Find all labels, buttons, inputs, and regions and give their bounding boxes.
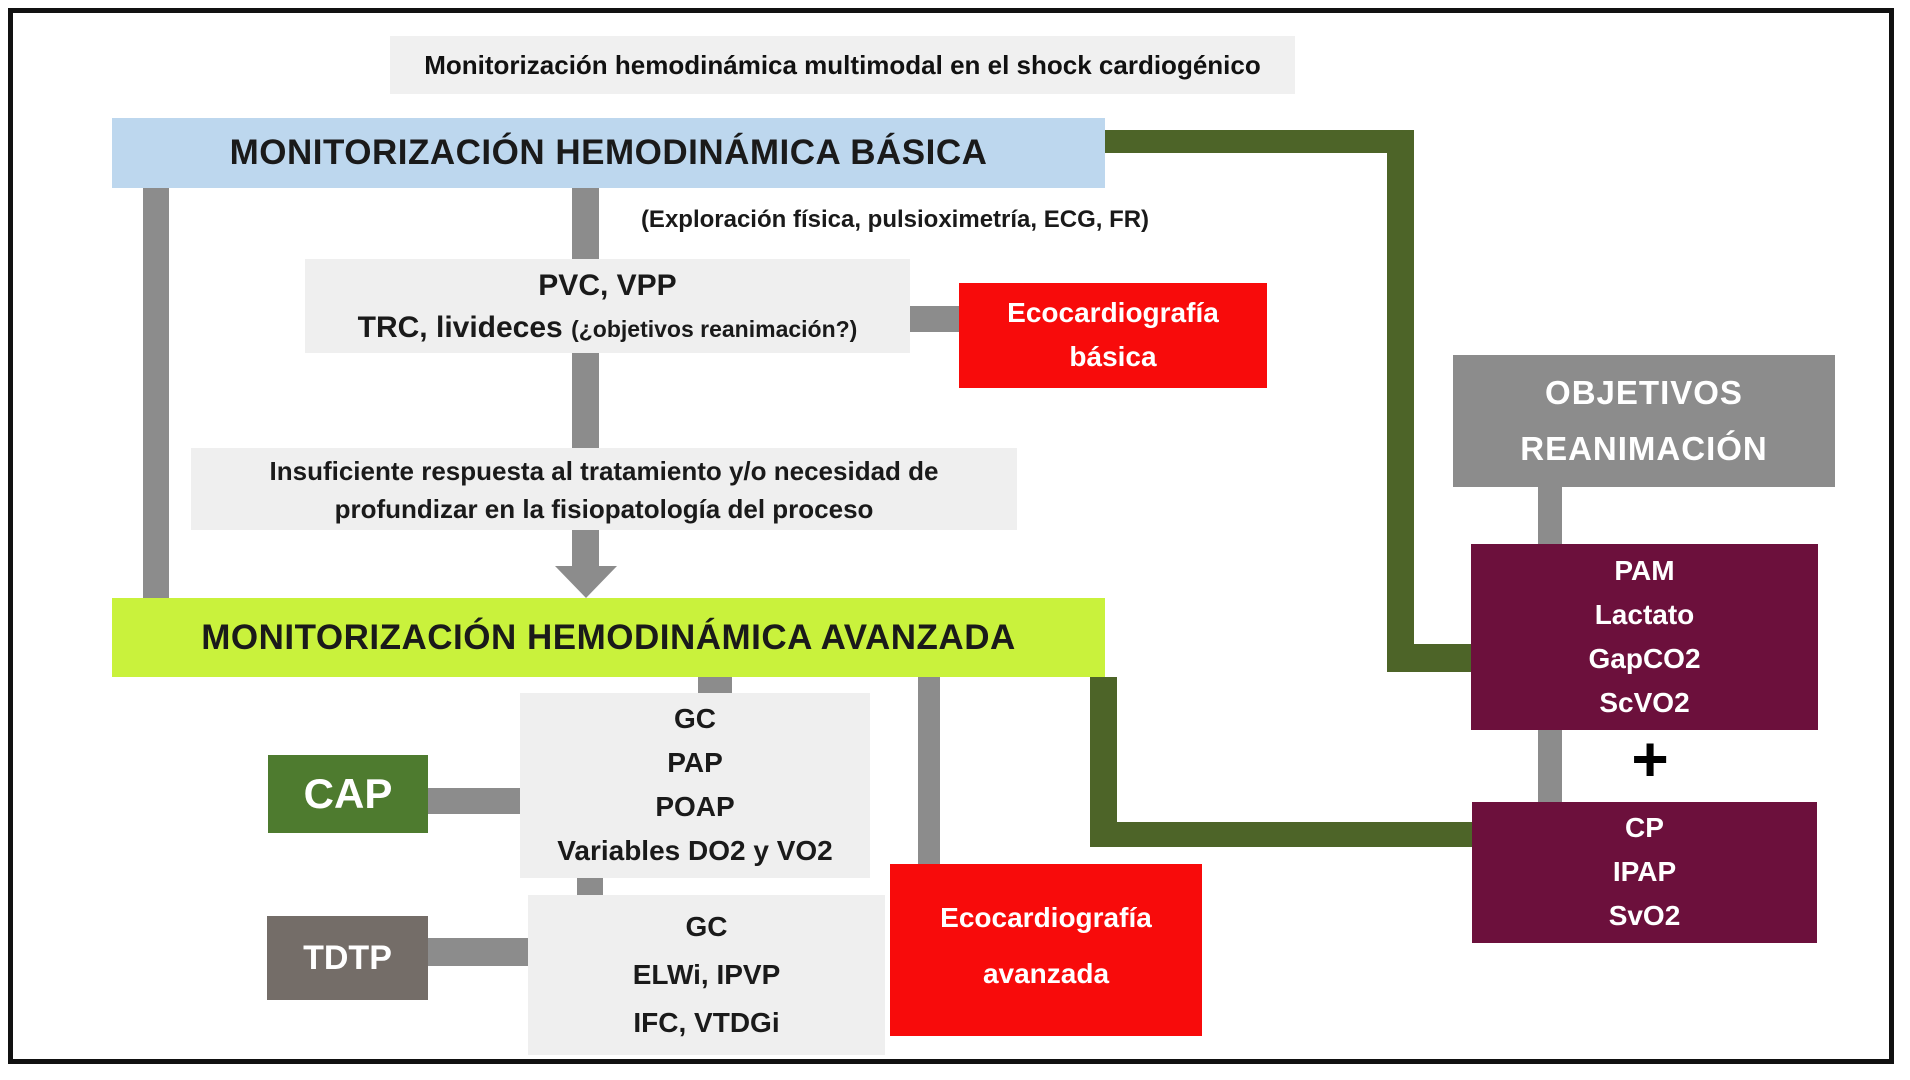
pac-line-gc: GC [674,703,716,734]
connector-pam-to-cp [1538,729,1562,803]
tptd-line-elwi: ELWi, IPVP [632,959,781,990]
echo-advanced-box: Ecocardiografía avanzada [890,864,1202,1036]
plus-sign: + [1631,723,1669,795]
green-connector-advanced-vertical [1090,677,1117,847]
pac-line-pap: PAP [667,747,723,778]
cap-box: CAP [268,755,428,833]
pam-line-lactato: Lactato [1594,599,1695,630]
insufficient-line1: Insuficiente respuesta al tratamiento y/… [269,456,939,486]
connector-cap-to-pac-box [428,788,521,814]
advanced-monitoring-header: MONITORIZACIÓN HEMODINÁMICA AVANZADA [112,598,1105,677]
pvc-line2-main: TRC, livideces [357,311,572,344]
pvc-line2-paren: (¿objetivos reanimación?) [571,316,858,342]
pam-targets-box: PAM Lactato GapCO2 ScVO2 [1471,544,1818,730]
goals-line2: REANIMACIÓN [1520,430,1768,467]
green-connector-right-vertical [1387,130,1414,672]
pac-variables-box: GC PAP POAP Variables DO2 y VO2 [520,693,870,878]
cp-line-svo2: SvO2 [1608,900,1681,931]
tptd-line-gc: GC [685,911,728,942]
connector-pvc-to-insufficient [572,353,599,448]
pam-line-gapco2: GapCO2 [1588,643,1701,674]
tptd-line-ifc: IFC, VTDGi [633,1007,780,1038]
connector-advanced-to-pac-box [698,677,732,694]
insufficient-line2: profundizar en la fisiopatología del pro… [334,494,874,524]
connector-tdtp-to-tptd-box [428,938,529,966]
tptd-variables-box: GC ELWi, IPVP IFC, VTDGi [528,895,885,1055]
pam-line-pam: PAM [1614,555,1675,586]
echo-basic-line2: básica [1069,341,1157,372]
basic-monitoring-header: MONITORIZACIÓN HEMODINÁMICA BÁSICA [112,118,1105,188]
cp-line-ipap: IPAP [1612,856,1677,887]
pvc-line2: TRC, livideces (¿objetivos reanimación?) [305,308,910,349]
green-connector-to-pam [1387,644,1472,672]
tdtp-box: TDTP [267,916,428,1000]
green-connector-to-cp [1090,822,1472,847]
connector-goals-to-pam [1538,487,1562,545]
basic-monitoring-subtitle: (Exploración física, pulsioximetría, ECG… [640,206,1150,233]
down-arrow-head [555,566,617,598]
connector-basic-to-pvc [572,188,599,259]
connector-pac-to-tptd-box [577,878,603,895]
goals-line1: OBJETIVOS [1545,374,1743,411]
green-connector-basic-top [1104,130,1400,153]
pvc-line1: PVC, VPP [538,269,677,302]
pac-line-poap: POAP [655,791,735,822]
connector-advanced-to-echo-advanced [918,677,940,865]
echo-advanced-line1: Ecocardiografía [940,902,1152,933]
connector-basic-to-advanced-left [143,188,169,598]
resuscitation-goals-box: OBJETIVOS REANIMACIÓN [1453,355,1835,487]
down-arrow-shaft [572,530,599,568]
pam-line-scvo2: ScVO2 [1599,687,1690,718]
pac-line-do2vo2: Variables DO2 y VO2 [557,835,833,866]
pvc-vpp-box: PVC, VPP TRC, livideces (¿objetivos rean… [305,259,910,353]
cp-targets-box: CP IPAP SvO2 [1472,802,1817,943]
echo-advanced-line2: avanzada [982,958,1110,989]
echo-basic-line1: Ecocardiografía [1007,297,1219,328]
cp-line-cp: CP [1625,812,1664,843]
insufficient-response-box: Insuficiente respuesta al tratamiento y/… [191,448,1017,530]
echo-basic-box: Ecocardiografía básica [959,283,1267,388]
connector-pvc-to-echo-basic [908,306,961,332]
diagram-title: Monitorización hemodinámica multimodal e… [390,36,1295,94]
